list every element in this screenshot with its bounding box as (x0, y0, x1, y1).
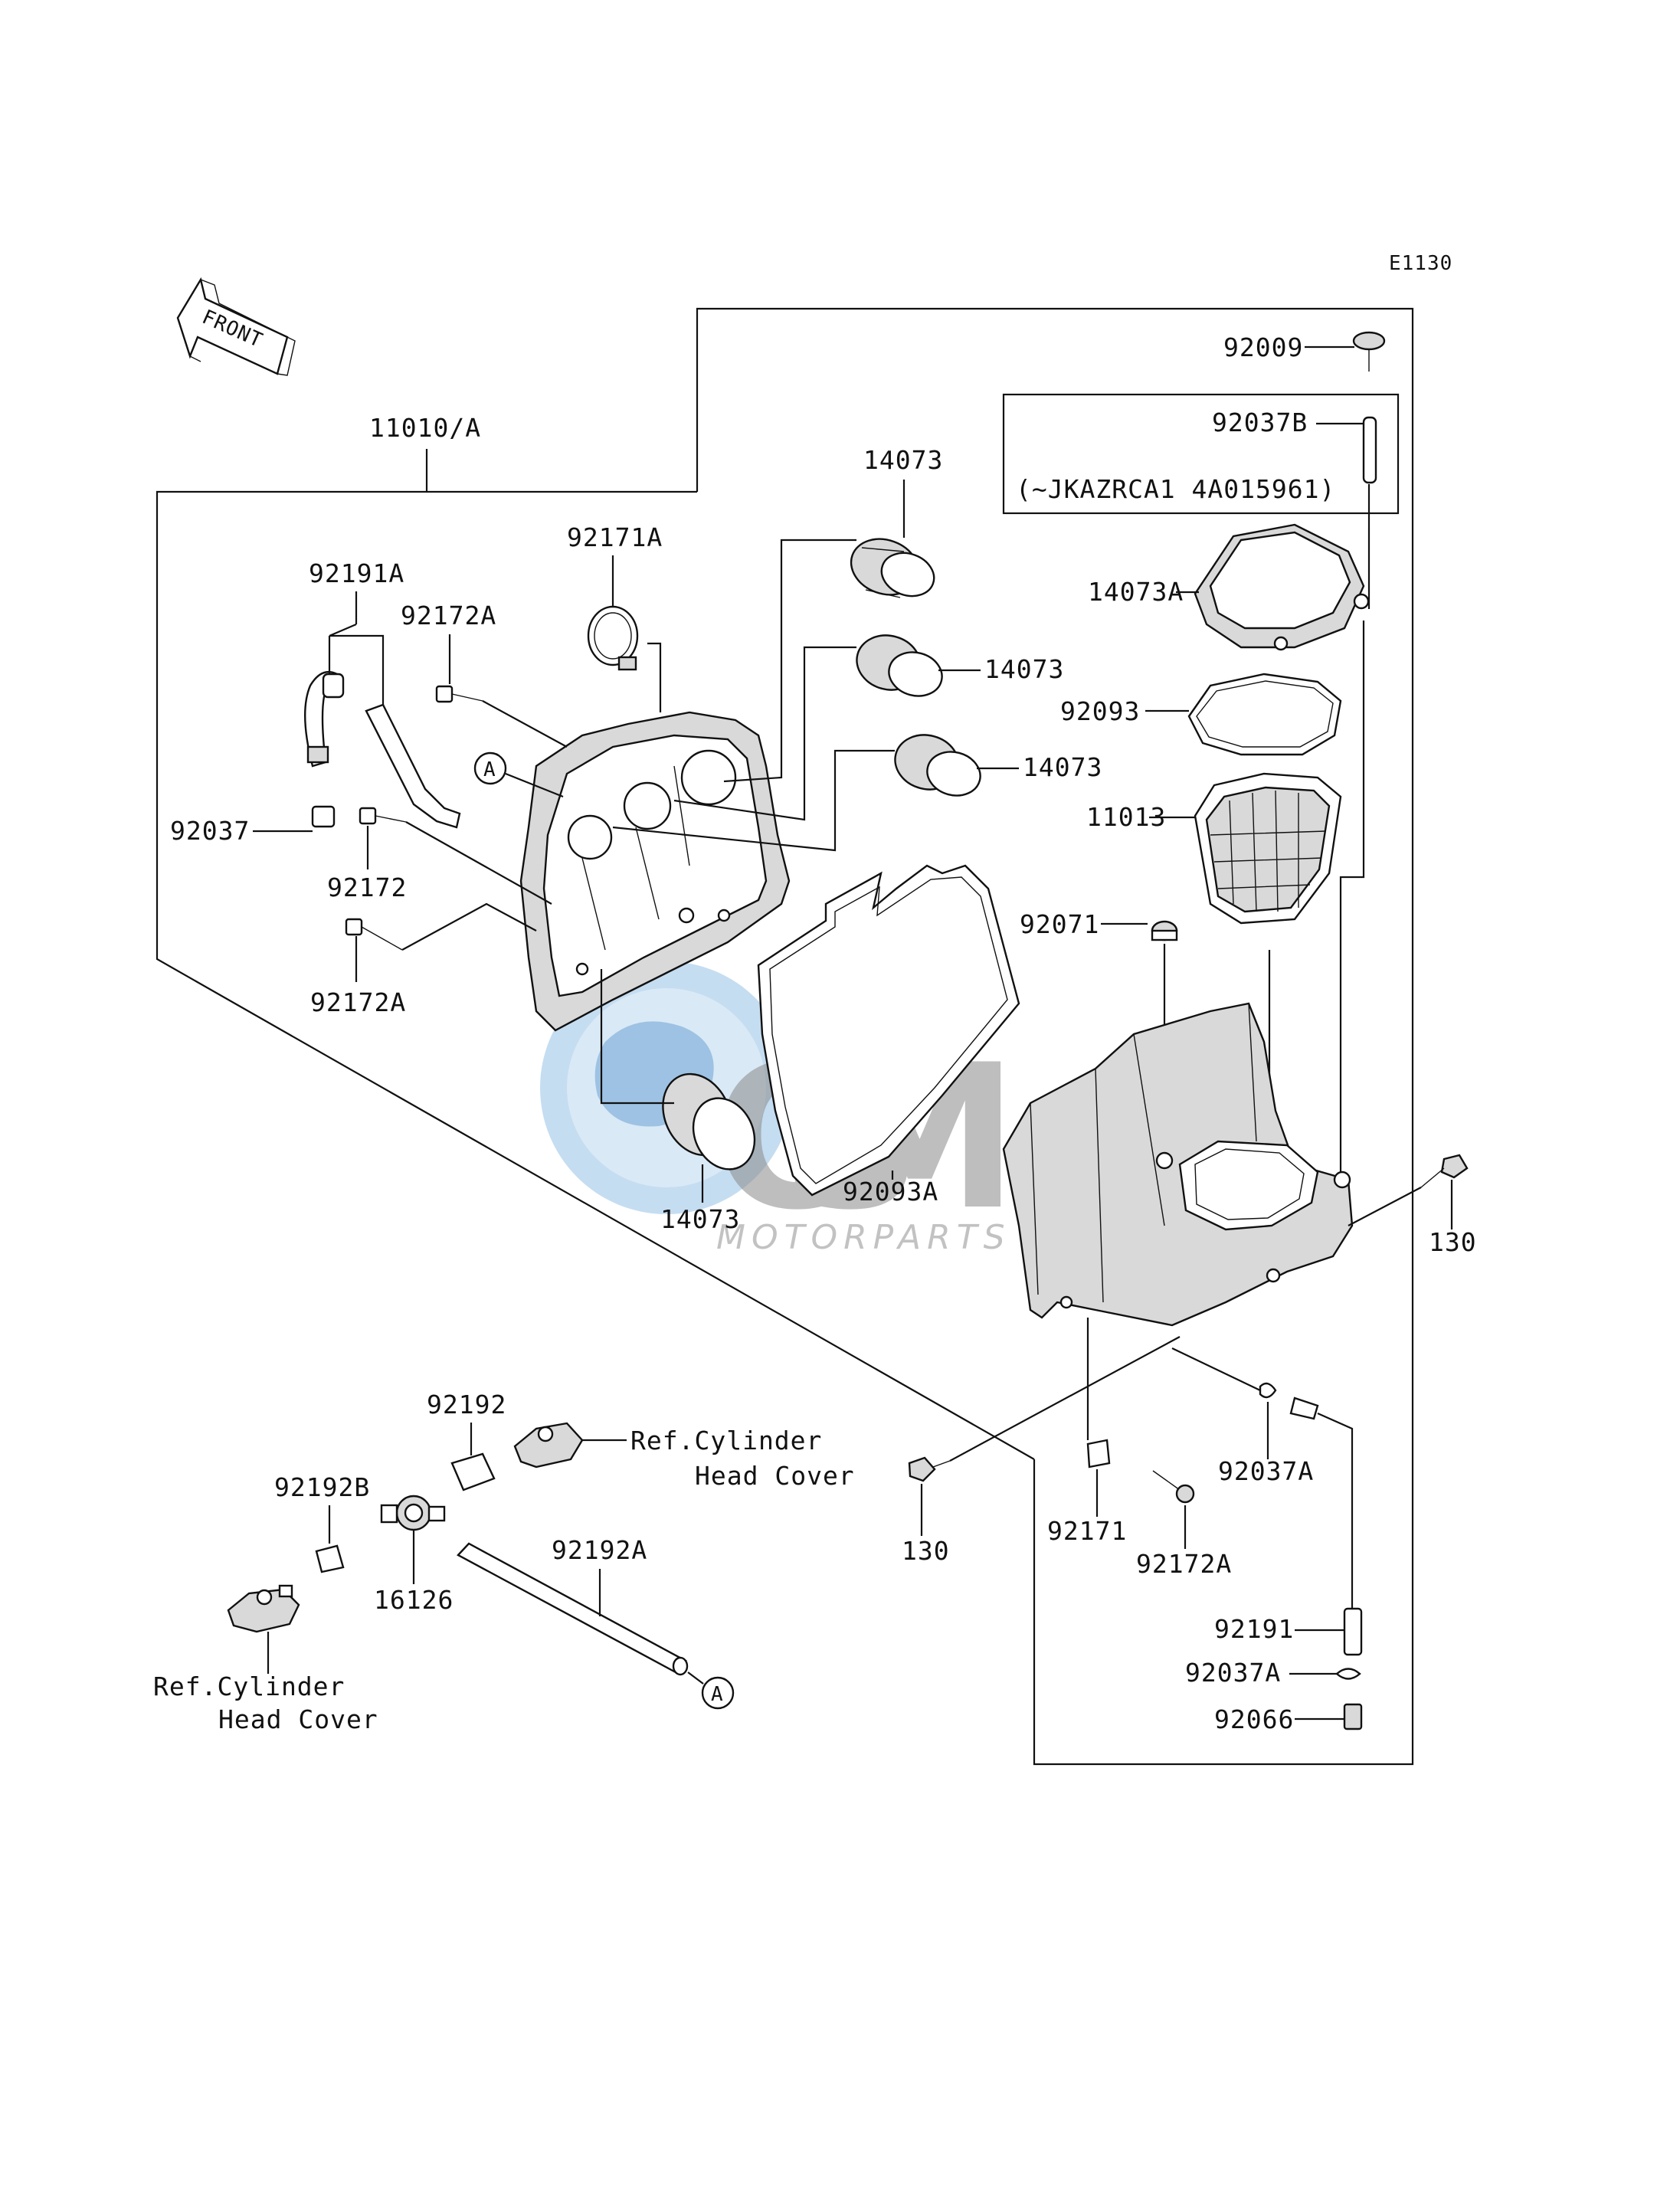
bolt-92172A-mid (345, 918, 403, 951)
ref-cylinder-bottom-line2: Head Cover (218, 1704, 378, 1734)
reed-valve-bottom (227, 1584, 300, 1633)
part-label-92172A-mid: 92172A (310, 987, 406, 1017)
duct-14073-r1 (856, 634, 943, 697)
part-label-92093: 92093 (1060, 696, 1140, 726)
clamp-92171A (587, 605, 639, 671)
part-label-14073-r1: 14073 (984, 654, 1064, 684)
part-label-92066: 92066 (1214, 1704, 1294, 1734)
part-label-92172A-low: 92172A (1136, 1549, 1232, 1579)
part-label-92093A: 92093A (843, 1177, 938, 1207)
part-label-92172: 92172 (327, 873, 407, 902)
serial-note: (~JKAZRCA1 4A015961) (1016, 474, 1335, 504)
pipe-92037B (1362, 416, 1377, 484)
part-label-14073-r2: 14073 (1023, 752, 1102, 782)
plug-92066 (1343, 1703, 1363, 1730)
part-label-130-right: 130 (1429, 1227, 1477, 1257)
part-label-92037: 92037 (170, 816, 250, 846)
part-label-14073A: 14073A (1088, 577, 1184, 607)
part-label-14073-bottom: 14073 (660, 1204, 740, 1234)
bolt-92172A-top (435, 685, 483, 703)
bolt-130-right (1420, 1154, 1469, 1188)
cover-14073A (1194, 523, 1370, 651)
duct-14073-top (850, 538, 935, 598)
filter-11013 (1194, 772, 1342, 925)
gasket-92093A (757, 864, 1020, 1197)
serial-note-box (1002, 393, 1400, 515)
part-label-92037A-low: 92037A (1185, 1658, 1281, 1688)
bolt-92172 (359, 807, 407, 825)
duct-14073-r2 (894, 734, 981, 797)
clip-92037A-top (1259, 1382, 1319, 1420)
part-label-92191A: 92191A (309, 558, 404, 588)
part-label-92009: 92009 (1223, 332, 1303, 362)
watermark-sub: MOTORPARTS (716, 1218, 1011, 1257)
part-label-14073-top: 14073 (863, 445, 943, 475)
part-label-92172A-top: 92172A (401, 601, 496, 630)
callout-a-top: A (483, 758, 496, 781)
air-cleaner-cover (519, 711, 791, 1032)
bolt-92172A-low (1152, 1470, 1195, 1504)
hose-92192B (315, 1544, 345, 1573)
part-label-92037B: 92037B (1212, 408, 1308, 437)
part-label-92071: 92071 (1020, 909, 1099, 939)
part-label-92191: 92191 (1214, 1614, 1294, 1644)
gasket-92093 (1187, 673, 1342, 756)
part-label-92037A-top: 92037A (1218, 1456, 1314, 1486)
diagram-code: E1130 (1389, 252, 1452, 275)
part-label-92171: 92171 (1047, 1516, 1127, 1546)
part-label-92171A: 92171A (567, 522, 663, 552)
part-label-11010: 11010/A (369, 413, 481, 443)
clamp-92171 (1086, 1439, 1111, 1468)
callout-marker-a-bottom (701, 1676, 735, 1710)
ref-cylinder-top-line1: Ref.Cylinder (630, 1426, 822, 1455)
screw-92009 (1352, 331, 1386, 372)
part-label-92192B: 92192B (274, 1472, 370, 1502)
callout-a-bottom: A (711, 1683, 724, 1706)
grommet-92071 (1151, 920, 1178, 941)
clip-92037 (311, 805, 336, 828)
part-label-92192: 92192 (427, 1390, 506, 1419)
clip-92037A-low (1335, 1668, 1361, 1680)
part-label-16126: 16126 (374, 1585, 454, 1615)
part-label-130-left: 130 (902, 1536, 950, 1566)
reed-valve-top (513, 1422, 584, 1468)
hose-92192 (450, 1452, 496, 1491)
part-label-92192A: 92192A (552, 1535, 647, 1565)
reed-valve-16126 (380, 1495, 446, 1531)
callout-marker-a-top (473, 751, 507, 785)
pipe-92192A (457, 1542, 689, 1676)
hose-92191 (1343, 1607, 1363, 1656)
ref-cylinder-bottom-line1: Ref.Cylinder (153, 1671, 345, 1701)
front-arrow-icon: FRONT (176, 277, 296, 376)
duct-14073-bottom (662, 1072, 756, 1171)
air-cleaner-housing (1002, 1002, 1354, 1327)
hose-92191A (303, 670, 461, 829)
bolt-130-left (908, 1456, 951, 1482)
ref-cylinder-top-line2: Head Cover (695, 1461, 855, 1491)
